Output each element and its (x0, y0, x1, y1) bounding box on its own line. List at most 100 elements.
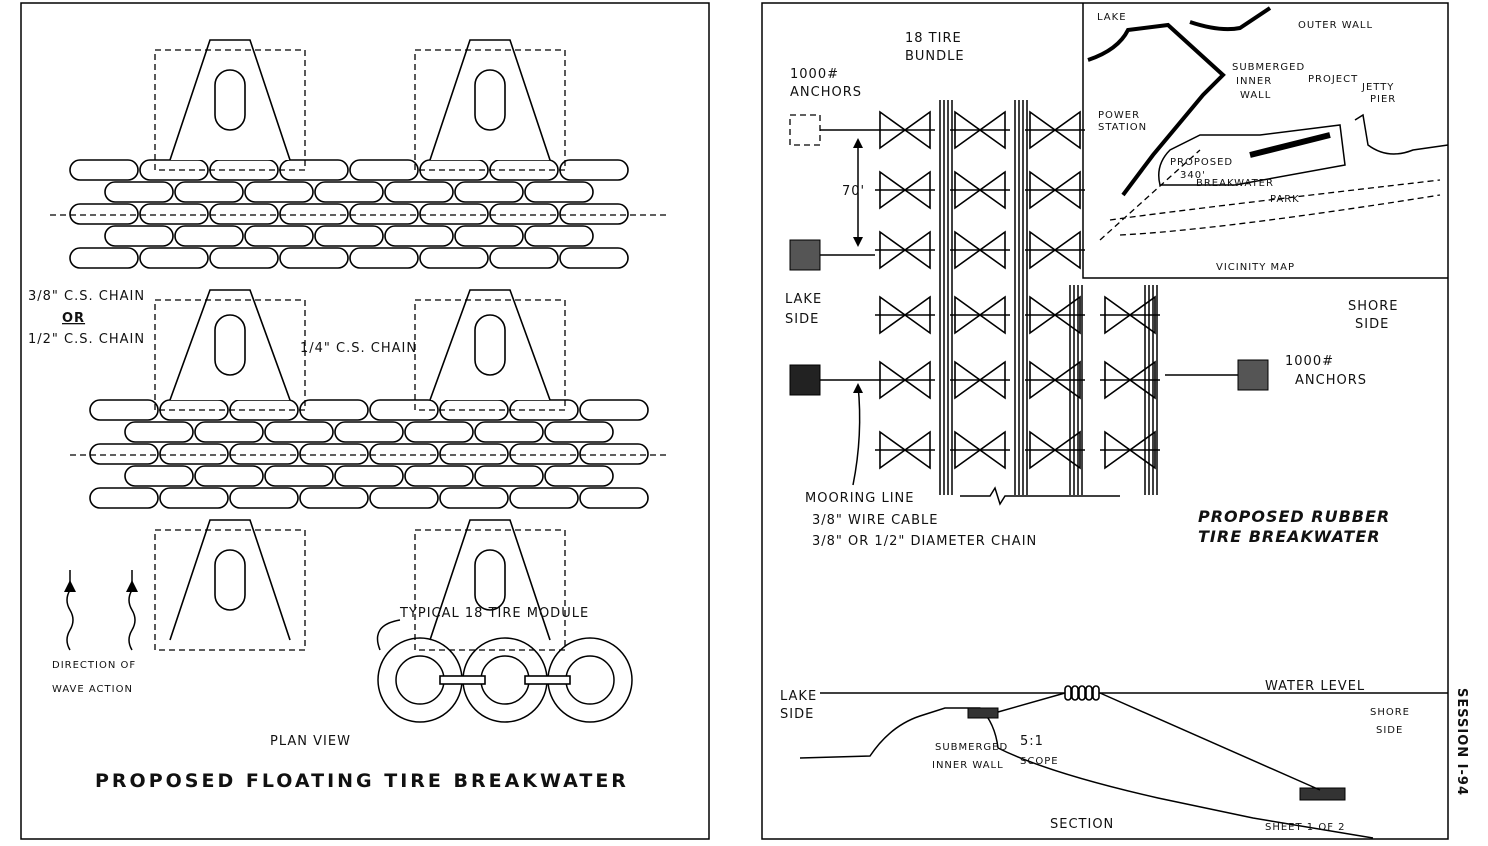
section-tire (1078, 685, 1086, 701)
wave-label-2: WAVE ACTION (52, 684, 133, 695)
tire (559, 203, 629, 225)
tire (334, 421, 404, 443)
tire (439, 443, 509, 465)
section-shore-label-2: SIDE (1376, 725, 1403, 736)
tire (384, 225, 454, 247)
mooring-label-1: MOORING LINE (805, 491, 915, 506)
tire (299, 443, 369, 465)
plan-title: PROPOSED FLOATING TIRE BREAKWATER (95, 770, 629, 792)
tire (159, 487, 229, 509)
chain-label-1: 3/8" C.S. CHAIN (28, 289, 145, 304)
tire (69, 203, 139, 225)
tire (559, 159, 629, 181)
section-title: SECTION (1050, 817, 1114, 832)
anchors-right-label-2: ANCHORS (1295, 373, 1367, 388)
map-proposed-label-2: 340' (1180, 170, 1206, 181)
tire (89, 487, 159, 509)
tire (279, 203, 349, 225)
map-lake-label: LAKE (1097, 12, 1127, 23)
map-inner-label-2: INNER (1236, 76, 1272, 87)
tire (124, 421, 194, 443)
mooring-label-2: 3/8" WIRE CABLE (812, 513, 938, 528)
lake-side-label-2: SIDE (785, 312, 819, 327)
tire (524, 181, 594, 203)
map-proposed-label-1: PROPOSED (1170, 157, 1233, 168)
tire (384, 181, 454, 203)
section-tire (1085, 685, 1093, 701)
lake-side-label-1: LAKE (785, 292, 822, 307)
tire (349, 203, 419, 225)
module-outline (414, 299, 566, 411)
tire (174, 181, 244, 203)
section-tire (1064, 685, 1072, 701)
tire (139, 203, 209, 225)
plan-panel-border (20, 2, 710, 840)
tire (349, 247, 419, 269)
tire (299, 399, 369, 421)
tire (194, 421, 264, 443)
tire (244, 181, 314, 203)
section-shore-label-1: SHORE (1370, 707, 1410, 718)
shore-side-label-2: SIDE (1355, 317, 1389, 332)
module-outline (414, 529, 566, 651)
tire (264, 421, 334, 443)
tire (349, 159, 419, 181)
tire (264, 465, 334, 487)
section-wall-label-1: SUBMERGED (935, 742, 1008, 753)
layout-title-1: PROPOSED RUBBER (1198, 507, 1390, 526)
tire (474, 421, 544, 443)
wave-arrows (64, 570, 138, 651)
tire (124, 465, 194, 487)
tire (69, 247, 139, 269)
map-power-label-1: POWER (1098, 110, 1140, 121)
map-outer-wall-label: OUTER WALL (1298, 20, 1373, 31)
chain-or: OR (62, 311, 85, 326)
tire (214, 549, 246, 611)
plan-view-tire-modules (50, 39, 670, 651)
tire (174, 225, 244, 247)
anchors-left-label-1: 1000# (790, 67, 839, 82)
chain-label-3: 1/4" C.S. CHAIN (300, 341, 417, 356)
water-level-label: WATER LEVEL (1265, 679, 1365, 694)
tire (559, 247, 629, 269)
map-proposed-label-3: BREAKWATER (1196, 178, 1274, 189)
tire (299, 487, 369, 509)
chain-label-2: 1/2" C.S. CHAIN (28, 332, 145, 347)
tire (369, 399, 439, 421)
section-drawing (799, 685, 1448, 839)
tire (314, 181, 384, 203)
tire (579, 443, 649, 465)
tire (89, 399, 159, 421)
map-jetty-label-1: JETTY (1361, 82, 1394, 93)
tire (454, 181, 524, 203)
section-wall-label-2: INNER WALL (932, 760, 1004, 771)
layout-title-2: TIRE BREAKWATER (1198, 527, 1381, 546)
shore-side-label-1: SHORE (1348, 299, 1399, 314)
tire (334, 465, 404, 487)
slope-label-2: SCOPE (1020, 756, 1059, 767)
tire (229, 487, 299, 509)
section-lake-label-1: LAKE (780, 689, 817, 704)
tire (214, 69, 246, 131)
tire (579, 487, 649, 509)
section-lake-label-2: SIDE (780, 707, 814, 722)
map-power-label-2: STATION (1098, 122, 1147, 133)
bundle-label-2: BUNDLE (905, 49, 965, 64)
tire (209, 247, 279, 269)
mooring-label-3: 3/8" OR 1/2" DIAMETER CHAIN (812, 534, 1037, 549)
section-tire (1092, 685, 1100, 701)
tire (419, 203, 489, 225)
tire (369, 443, 439, 465)
layout-panel-border (761, 2, 1449, 840)
tire (159, 443, 229, 465)
tire (474, 314, 506, 376)
vicinity-map (1082, 3, 1449, 279)
tire (229, 443, 299, 465)
slope-label-1: 5:1 (1020, 734, 1044, 749)
tire (474, 549, 506, 611)
tire (579, 399, 649, 421)
map-inner-label-1: SUBMERGED (1232, 62, 1305, 73)
tire (244, 225, 314, 247)
module-outline (414, 49, 566, 171)
map-project-label: PROJECT (1308, 74, 1358, 85)
